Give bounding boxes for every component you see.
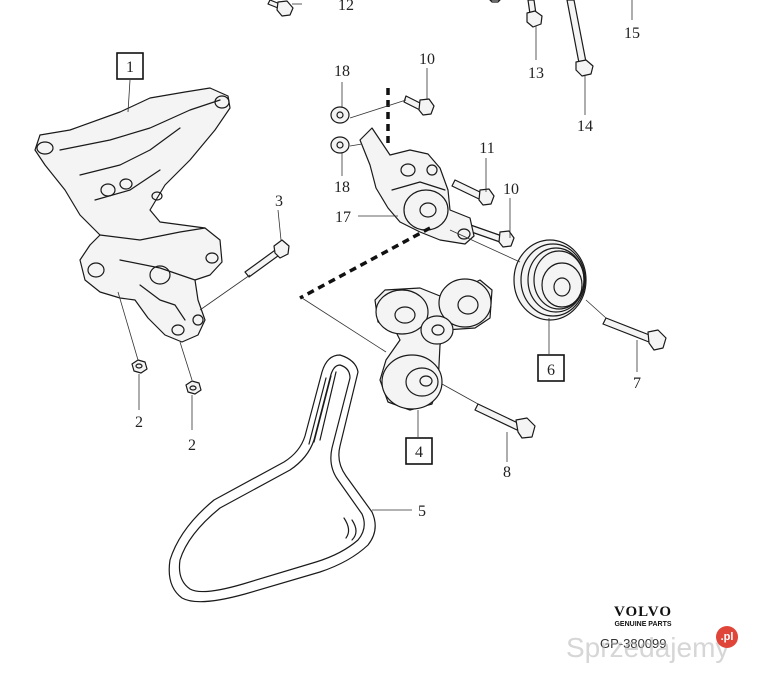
leader-lines: [117, 0, 638, 511]
callout-4: 4: [415, 444, 423, 461]
bolt-part-3: [244, 239, 290, 278]
stud-part-14: [566, 0, 594, 77]
callout-6: 6: [547, 362, 555, 379]
bolt-part-12: [267, 0, 294, 17]
callout-2b: 2: [188, 437, 196, 454]
bolt-part-7: [602, 317, 667, 351]
idler-pulley-part-6: [513, 239, 587, 321]
callout-5: 5: [418, 503, 426, 520]
callout-1: 1: [126, 59, 134, 76]
callout-7: 7: [633, 375, 641, 392]
callout-10a: 10: [419, 51, 435, 68]
brand-name: VOLVO: [613, 604, 673, 620]
callout-12: 12: [338, 0, 354, 14]
tensioner-part-4: [374, 278, 493, 411]
watermark: Sprzedajemy: [566, 632, 730, 663]
washer-part-18b: [330, 136, 350, 154]
callout-18a: 18: [334, 63, 350, 80]
callout-box-4: [405, 437, 433, 465]
nut-part-2b: [185, 380, 202, 395]
callout-8: 8: [503, 464, 511, 481]
callout-2a: 2: [135, 414, 143, 431]
callout-box-6: [537, 354, 565, 382]
washer-part-18a: [330, 106, 350, 124]
callout-13: 13: [528, 65, 544, 82]
callout-3: 3: [275, 193, 283, 210]
dashed-guide-lower: [299, 226, 431, 300]
bolt-part-11: [451, 179, 495, 206]
bolt-part-13: [526, 0, 543, 28]
callout-11: 11: [479, 140, 494, 157]
drive-belt-part-5: [168, 354, 376, 603]
brand-subtitle: GENUINE PARTS: [614, 621, 672, 628]
brand-logo: VOLVO GENUINE PARTS: [598, 604, 688, 630]
bracket-part-1: [34, 87, 231, 343]
drawing-number: GP-380099: [600, 636, 667, 651]
bolt-part-10a: [403, 95, 435, 116]
tensioner-bracket-part-17: [359, 127, 475, 245]
callout-18b: 18: [334, 179, 350, 196]
callout-17: 17: [335, 209, 351, 226]
callout-box-1: [116, 52, 144, 80]
watermark-badge: .pl: [716, 626, 738, 648]
nut-part-2a: [131, 359, 148, 374]
callout-10b: 10: [503, 181, 519, 198]
callout-15: 15: [624, 25, 640, 42]
callout-14: 14: [577, 118, 593, 135]
bolt-part-8: [474, 403, 536, 439]
bolt-part-15: [489, 0, 501, 3]
